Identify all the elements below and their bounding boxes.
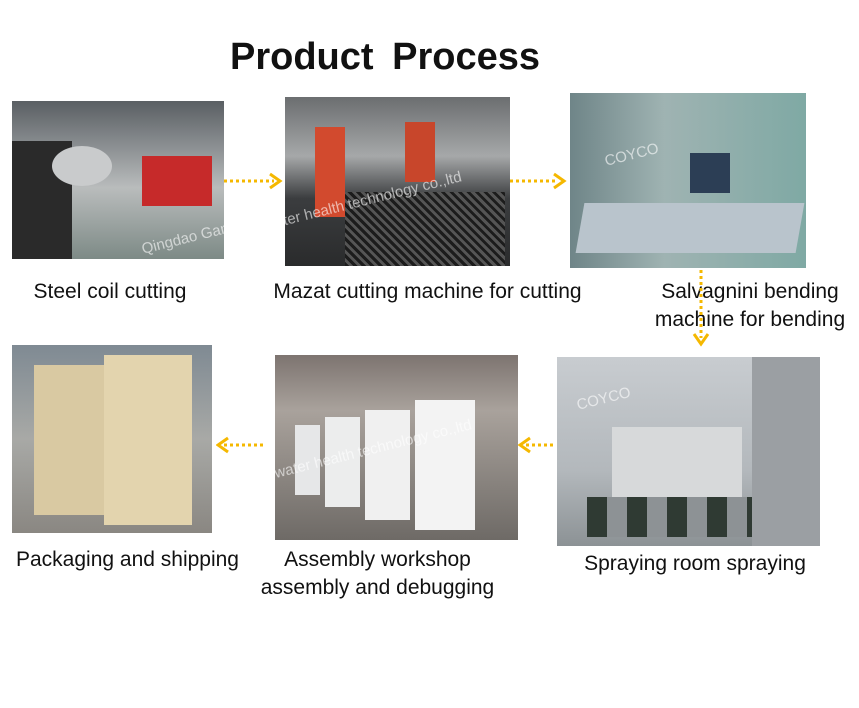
arrow-left-icon (216, 436, 266, 454)
photo-spraying-room: COYCO (557, 357, 820, 546)
step-label-line: machine for bending (654, 308, 846, 331)
photo-salvagnini-bending: COYCO (570, 93, 806, 268)
step-label-line: Assembly workshop (284, 548, 471, 571)
step-label-line: assembly and debugging (260, 576, 495, 599)
arrow-right-icon (224, 172, 283, 190)
arrow-right-icon (510, 172, 567, 190)
page-title: Product Process (230, 36, 540, 78)
step-label-packaging: Packaging and shipping (15, 548, 239, 571)
step-label-line: Salvagnini bending (661, 280, 839, 303)
step-label-assembly: Assembly workshop assembly and debugging (245, 546, 510, 602)
watermark-brand: COYCO (574, 383, 633, 414)
step-label-mazat-cutting: Mazat cutting machine for cutting (273, 280, 582, 303)
photo-assembly-workshop: Qingdao Ganglijia water health technolog… (275, 355, 518, 540)
step-label-salvagnini-bending: Salvagnini bending machine for bending (640, 278, 859, 334)
photo-steel-coil-cutting: Qingdao Ganglijia water health technolog… (12, 101, 224, 259)
step-label-steel-coil-cutting: Steel coil cutting (33, 280, 187, 303)
arrow-left-icon (518, 436, 556, 454)
photo-mazat-cutting-machine: Qingdao Ganglijia water health technolog… (285, 97, 510, 266)
watermark-brand: COYCO (602, 139, 661, 170)
arrow-down-icon (692, 270, 710, 347)
step-label-spraying: Spraying room spraying (584, 552, 806, 575)
photo-packaging-shipping (12, 345, 212, 533)
